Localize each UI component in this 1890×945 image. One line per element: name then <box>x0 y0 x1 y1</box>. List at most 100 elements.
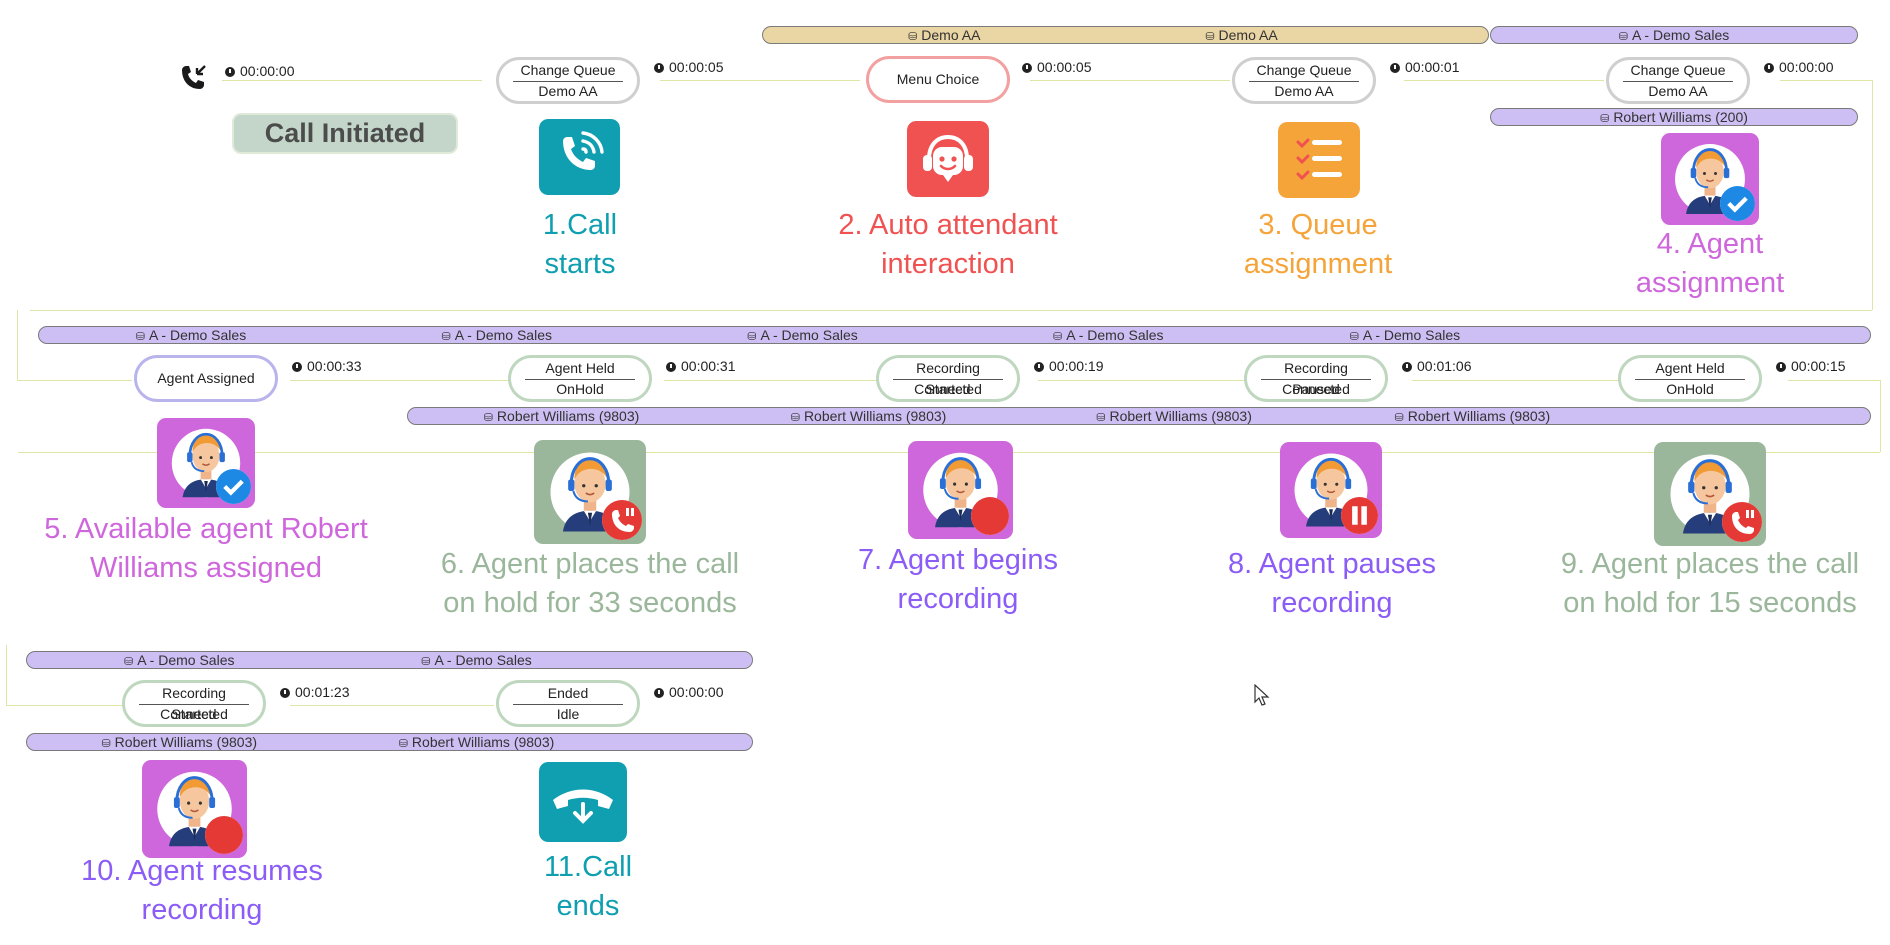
queue-bar-label: ⛁Demo AA <box>1205 27 1278 43</box>
queue-bar-label: ⛁A - Demo Sales <box>441 327 552 343</box>
layers-icon: ⛁ <box>398 738 408 750</box>
layers-icon: ⛁ <box>1096 412 1106 424</box>
agent-record-icon <box>142 760 247 858</box>
agent-bar: ⛁Robert Williams (200) <box>1490 108 1858 126</box>
event-duration: 00:00:33 <box>292 358 362 374</box>
event-node[interactable]: Change Queue Demo AA <box>1232 57 1376 104</box>
hold-status-icon <box>1722 502 1762 542</box>
connector-line <box>1872 80 1873 310</box>
incoming-call-icon <box>182 65 206 89</box>
queue-bar-label: ⛁A - Demo Sales <box>1053 327 1164 343</box>
event-node[interactable]: Recording Paused Connected <box>1244 355 1388 402</box>
event-node[interactable]: Ended Idle <box>496 680 640 727</box>
clock-icon <box>1776 362 1786 372</box>
event-duration: 00:00:31 <box>666 358 736 374</box>
queue-bar-label: ⛁A - Demo Sales <box>124 652 235 668</box>
event-duration: 00:01:06 <box>1402 358 1472 374</box>
agent-bar-label: ⛁Robert Williams (9803) <box>790 408 947 424</box>
clock-icon <box>666 362 676 372</box>
event-node[interactable]: Recording Started Connected <box>122 680 266 727</box>
clock-icon <box>654 63 664 73</box>
phone-ringing-icon <box>539 119 620 195</box>
connector-line <box>6 645 7 705</box>
headset-bot-icon <box>907 121 989 197</box>
event-node[interactable]: Recording Started Connected <box>876 355 1020 402</box>
layers-icon: ⛁ <box>1053 331 1063 343</box>
event-duration: 00:00:15 <box>1776 358 1846 374</box>
connector-line <box>1030 80 1230 81</box>
layers-icon: ⛁ <box>124 656 134 668</box>
agent-check-icon <box>157 418 255 508</box>
queue-bar-label: ⛁A - Demo Sales <box>747 327 858 343</box>
layers-icon: ⛁ <box>790 412 800 424</box>
clock-icon <box>1402 362 1412 372</box>
layers-icon: ⛁ <box>747 331 757 343</box>
event-duration: 00:00:00 <box>225 63 295 79</box>
connector-line <box>664 380 882 381</box>
queue-bar-label: ⛁A - Demo Sales <box>135 327 247 343</box>
event-node[interactable]: Agent Held OnHold <box>508 355 652 402</box>
layers-icon: ⛁ <box>1205 31 1215 43</box>
queue-bar-label: ⛁A - Demo Sales <box>1349 327 1461 343</box>
connector-line <box>1880 380 1881 452</box>
agent-bar-label: ⛁Robert Williams (9803) <box>483 408 640 424</box>
event-node[interactable]: Menu Choice <box>866 56 1010 103</box>
agent-pause-icon <box>1280 442 1382 538</box>
agent-bar: ⛁Robert Williams (9803) ⛁Robert Williams… <box>26 733 753 751</box>
connector-line <box>6 705 124 706</box>
event-node[interactable]: Change Queue Demo AA <box>496 57 640 104</box>
clock-icon <box>225 67 235 77</box>
clock-icon <box>292 362 302 372</box>
connector-line <box>290 705 494 706</box>
queue-list-icon <box>1278 122 1360 198</box>
layers-icon: ⛁ <box>483 412 493 424</box>
clock-icon <box>1034 362 1044 372</box>
connector-line <box>1780 80 1872 81</box>
agent-bar: ⛁Robert Williams (9803) ⛁Robert Williams… <box>407 407 1871 425</box>
record-status-icon <box>205 816 243 854</box>
event-node[interactable]: Agent Assigned <box>134 355 278 402</box>
queue-bar-demo-sales: ⛁A - Demo Sales ⛁A - Demo Sales <box>26 651 753 669</box>
connector-line <box>1788 380 1880 381</box>
event-duration: 00:00:05 <box>1022 59 1092 75</box>
event-duration: 00:00:00 <box>1764 59 1834 75</box>
agent-bar-label: ⛁Robert Williams (9803) <box>101 734 258 750</box>
connector-line <box>1038 380 1246 381</box>
layers-icon: ⛁ <box>1349 331 1359 343</box>
layers-icon: ⛁ <box>908 31 918 43</box>
agent-bar-label: ⛁Robert Williams (200) <box>1600 109 1748 125</box>
agent-record-icon <box>908 441 1013 539</box>
agent-bar-label: ⛁Robert Williams (9803) <box>398 734 555 750</box>
event-duration: 00:01:23 <box>280 684 350 700</box>
event-node[interactable]: Change Queue Demo AA <box>1606 57 1750 104</box>
queue-bar-label: ⛁A - Demo Sales <box>1618 27 1730 43</box>
layers-icon: ⛁ <box>1394 412 1404 424</box>
event-duration: 00:00:19 <box>1034 358 1104 374</box>
hold-status-icon <box>602 500 642 540</box>
event-node[interactable]: Agent Held OnHold <box>1618 355 1762 402</box>
mouse-cursor-icon <box>1254 684 1270 706</box>
layers-icon: ⛁ <box>421 656 431 668</box>
pause-status-icon <box>1341 497 1378 534</box>
clock-icon <box>1764 63 1774 73</box>
connector-line <box>1404 80 1604 81</box>
layers-icon: ⛁ <box>441 331 451 343</box>
check-status-icon <box>216 469 251 504</box>
layers-icon: ⛁ <box>135 331 145 343</box>
clock-icon <box>654 688 664 698</box>
connector-line <box>1412 380 1620 381</box>
layers-icon: ⛁ <box>1618 31 1628 43</box>
connector-line <box>17 310 18 380</box>
connector-line <box>222 80 482 81</box>
